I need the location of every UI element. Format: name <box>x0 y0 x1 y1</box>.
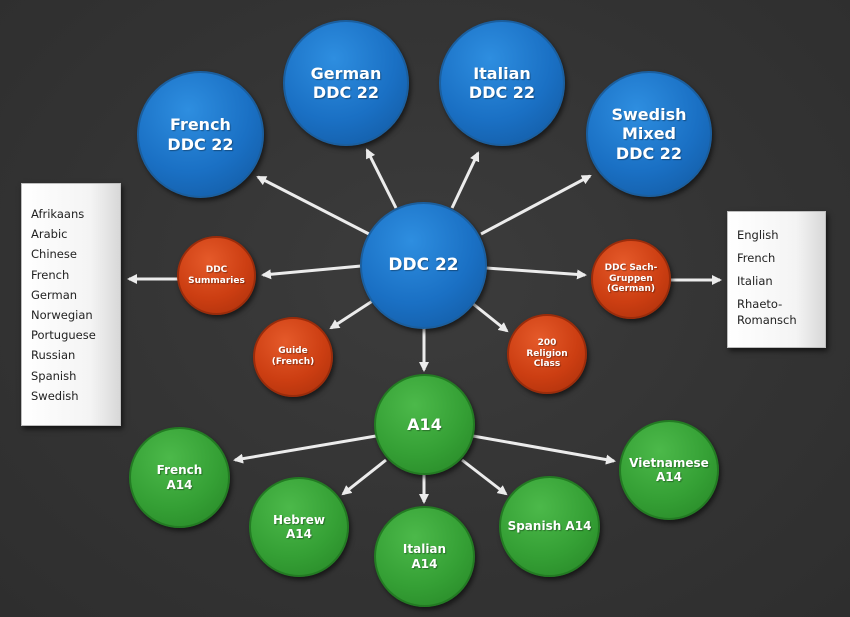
language-item: Spanish <box>31 368 77 383</box>
language-item: Afrikaans <box>31 207 85 221</box>
arrow-a14-to-vietnamese-a14 <box>472 434 616 465</box>
arrow-ddc22-to-german-ddc <box>365 148 398 209</box>
node-italian-ddc22: Italian DDC 22 <box>439 20 565 146</box>
node-a14: A14 <box>374 374 475 475</box>
language-item: German <box>31 287 78 302</box>
node-swedish-mixed-ddc22: Swedish Mixed DDC 22 <box>586 71 712 197</box>
arrow-a14-to-hebrew-a14 <box>341 458 387 496</box>
arrow-ddc22-to-italian-ddc <box>450 151 480 209</box>
arrow-ddc22-to-religion-200 <box>471 301 509 333</box>
language-item: English <box>737 228 779 242</box>
language-item: Norwegian <box>31 307 93 322</box>
language-item: French <box>31 267 70 282</box>
language-item: Chinese <box>31 247 77 262</box>
sachgruppen-language-list: English French Italian Rhaeto- Romansch <box>727 211 826 348</box>
arrow-a14-to-spanish-a14 <box>461 458 508 496</box>
arrow-ddc22-to-ddc-sachgruppen <box>485 266 587 280</box>
arrow-ddc22-to-french-ddc <box>256 175 370 236</box>
node-ddc-sachgruppen: DDC Sach- Gruppen (German) <box>591 239 671 319</box>
node-ddc-summaries: DDC Summaries <box>177 236 256 315</box>
node-german-ddc22: German DDC 22 <box>283 20 409 146</box>
language-item: Italian <box>737 274 773 288</box>
summaries-language-list: Afrikaans Arabic Chinese French German N… <box>21 183 121 426</box>
arrow-ddc22-to-ddc-summaries <box>261 264 362 280</box>
arrow-ddc22-to-guide-french <box>329 298 375 330</box>
node-spanish-a14: Spanish A14 <box>499 476 600 577</box>
node-ddc22: DDC 22 <box>360 202 487 329</box>
node-vietnamese-a14: Vietnamese A14 <box>619 420 719 520</box>
node-200-religion-class: 200 Religion Class <box>507 314 587 394</box>
language-item: Swedish <box>31 388 79 403</box>
language-item: Rhaeto- Romansch <box>737 297 797 327</box>
arrow-ddc22-to-swedish-ddc <box>480 174 592 236</box>
node-italian-a14: Italian A14 <box>374 506 475 607</box>
node-french-a14: French A14 <box>129 427 230 528</box>
language-item: Russian <box>31 348 76 363</box>
language-item: French <box>737 251 776 265</box>
node-french-ddc22: French DDC 22 <box>137 71 264 198</box>
language-item: Portuguese <box>31 328 96 343</box>
node-guide-french: Guide (French) <box>253 317 333 397</box>
arrow-a14-to-french-a14 <box>233 434 377 464</box>
node-hebrew-a14: Hebrew A14 <box>249 477 349 577</box>
language-item: Arabic <box>31 227 68 242</box>
